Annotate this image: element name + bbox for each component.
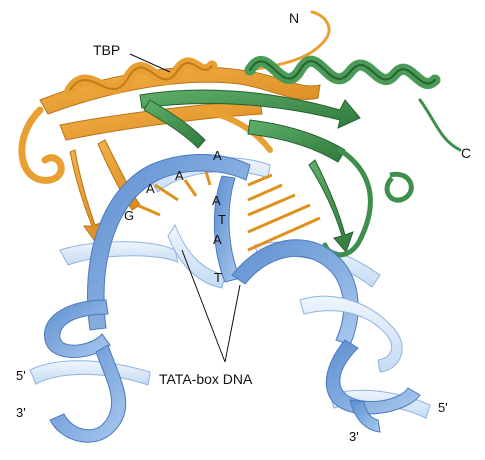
tbp-green-strand-left (143, 99, 206, 149)
base-pair-bar (183, 179, 198, 197)
base-pair-bar (247, 173, 273, 187)
tbp-orange-loop-right (197, 107, 273, 153)
dna-front-strands (44, 154, 421, 443)
base-letter: T (214, 270, 222, 285)
pointer-lines (129, 53, 241, 363)
dna-front-ribbon-center (213, 175, 241, 283)
dna-front-ribbon-left-loop (44, 299, 111, 358)
base-letter: A (213, 148, 222, 163)
tbp-pointer-line (129, 53, 171, 73)
base-pair-bar (154, 183, 179, 202)
dna-front-ribbon-right-tail (349, 399, 381, 433)
tata-box-dna-label: TATA-box DNA (159, 371, 253, 387)
n-terminus-label: N (289, 10, 299, 26)
tbp-label: TBP (93, 42, 120, 58)
tbp-orange-helix-1-shade (69, 62, 213, 91)
c-terminus-label: C (461, 145, 471, 161)
dna-back-ribbon-left-lower (29, 360, 151, 386)
dna-pointer-line-right (224, 284, 241, 363)
dna-front-ribbon-left-bottom (49, 344, 127, 443)
five-prime-left-label: 5' (16, 368, 26, 383)
three-prime-right-label: 3' (349, 429, 359, 444)
base-letter: A (212, 193, 221, 208)
base-letter: A (146, 181, 155, 196)
base-letter: A (213, 232, 222, 247)
tbp-orange-loop-left (18, 106, 65, 184)
dna-back-ribbon-mid (167, 223, 226, 289)
base-pair-bar (247, 183, 283, 202)
dna-back-ribbon-left (59, 241, 179, 266)
tbp-green-loop-right (384, 171, 414, 203)
dna-pointer-line-left (181, 249, 226, 363)
base-letter: T (218, 212, 226, 227)
labels: N C TBP TATA-box DNA 5' 3' 5' 3' G A A A… (16, 10, 471, 444)
base-letter: A (175, 168, 184, 183)
tbp-green-sheet-mid (247, 119, 346, 163)
base-pair-bar (247, 203, 311, 234)
three-prime-left-label: 3' (16, 405, 26, 420)
dna-front-ribbon-right-loop (299, 295, 403, 373)
tbp-orange-strand-down (69, 149, 105, 241)
base-letter: G (124, 208, 134, 223)
tbp-green-sheet-top (139, 89, 361, 129)
tbp-green-strand-down (308, 159, 354, 253)
tbp-green-domain (139, 55, 462, 258)
dna-front-ribbon-left-arc (87, 154, 251, 331)
base-pair-bar (129, 200, 161, 217)
five-prime-right-label: 5' (438, 400, 448, 415)
base-pair-bars (129, 167, 321, 252)
base-pair-bar (247, 193, 296, 217)
base-pair-bar (247, 216, 321, 252)
tbp-green-c-tail (418, 98, 462, 152)
dna-front-ribbon-right-lower (325, 339, 421, 415)
tbp-green-helix-shade (249, 60, 436, 85)
